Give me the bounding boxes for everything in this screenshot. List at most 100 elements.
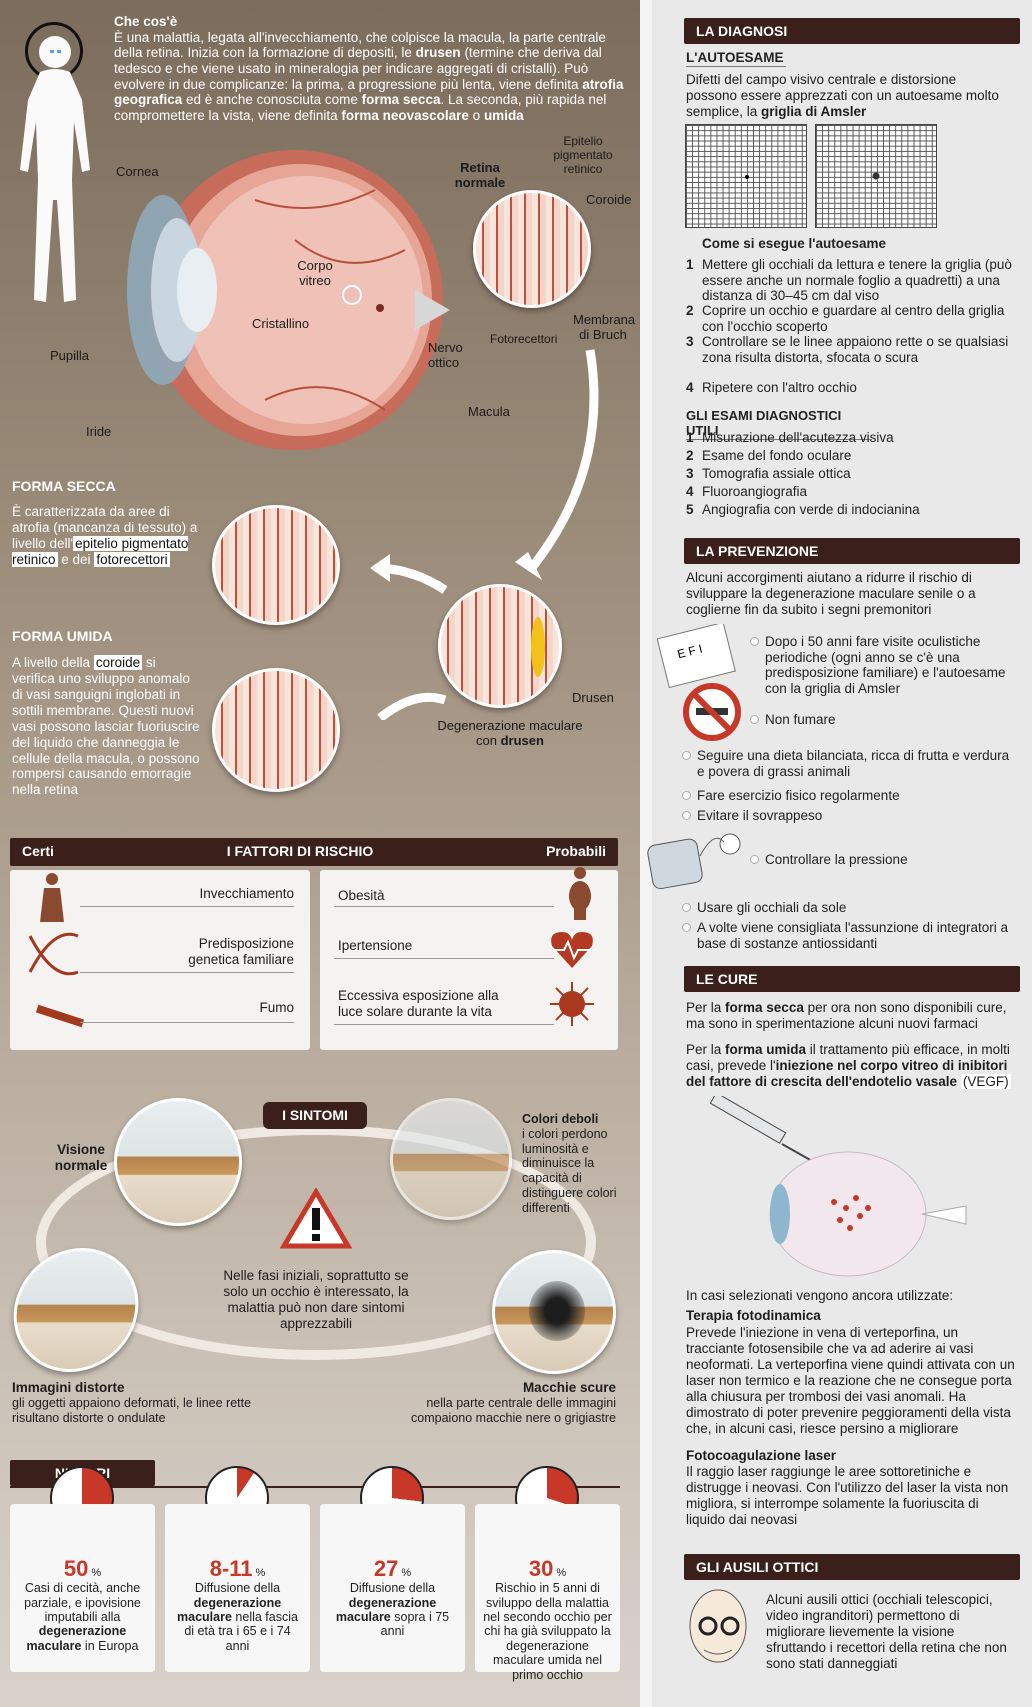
divider-4 [334, 906, 554, 907]
fattore-ipertensione: Ipertensione [338, 938, 413, 953]
photo-visione-normale [114, 1098, 242, 1226]
forma-secca-t2: e dei [57, 551, 95, 567]
prevenzione-item: Controllare la pressione [750, 852, 1010, 868]
esame-item: 4 Fluoroangiografia [686, 484, 1016, 500]
diagnosi-title: LA DIAGNOSI [684, 18, 1020, 44]
numero-text: Casi di cecità, anche parziale, e ipovis… [18, 1581, 147, 1653]
numero-text-2: sopra i 75 anni [380, 1610, 450, 1639]
old-man-icon [689, 1589, 747, 1663]
autoesame-text: Difetti del campo visivo centrale e dist… [686, 72, 1006, 120]
fattore-invecchiamento: Invecchiamento [199, 886, 294, 901]
intro-drusen: drusen [415, 45, 461, 61]
divider-2 [80, 972, 294, 973]
prevenzione-item: Fare esercizio fisico regolarmente [682, 788, 1016, 804]
fattori-probabili: Probabili [546, 843, 606, 859]
prevenzione-text: Usare gli occhiali da sole [697, 900, 847, 915]
step-text: Mettere gli occhiali da lettura e tenere… [702, 257, 1012, 304]
esame-number: 3 [686, 466, 694, 481]
arrow-flow [370, 349, 599, 720]
step-text: Controllare se le linee appaiono rette o… [702, 334, 1009, 365]
bullet-icon [682, 923, 691, 932]
degenerazione-circle [438, 584, 562, 708]
esame-number: 4 [686, 484, 694, 499]
fotodinamica-text: Prevede l'iniezione in vena di verteporf… [686, 1325, 1015, 1436]
no-smoking-icon [683, 683, 741, 741]
numero-value-text: 8-11 [209, 1556, 253, 1581]
drusen-deposit [531, 617, 545, 677]
divider-5 [334, 958, 554, 959]
esame-text: Misurazione dell'acutezza visiva [702, 430, 894, 445]
cure-p2e: (VEGF) [960, 1073, 1011, 1089]
label-degenerazione-text: Degenerazione maculare con [437, 718, 583, 749]
numero-text-bold: degenerazione maculare [26, 1624, 127, 1653]
label-epitelio: Epitelio pigmentato retinico [553, 134, 613, 177]
prevenzione-item: Non fumare [750, 712, 1010, 728]
obese-person-icon [569, 867, 591, 920]
cure-p2b: forma umida [725, 1042, 807, 1057]
label-fotorecettori: Fotorecettori [490, 332, 558, 346]
forma-umida-title: FORMA UMIDA [12, 628, 113, 644]
step-number: 2 [686, 303, 694, 318]
label-degenerazione: Degenerazione maculare con drusen [428, 718, 592, 749]
prevenzione-text: Fare esercizio fisico regolarmente [697, 788, 900, 803]
amsler-label: griglia di Amsler [761, 103, 867, 119]
label-cornea: Cornea [116, 164, 159, 179]
esami-title: GLI ESAMI DIAGNOSTICI UTILI [686, 408, 872, 440]
numero-unit: % [556, 1567, 567, 1579]
dna-icon [28, 932, 79, 976]
blood-pressure-icon [647, 833, 741, 890]
forma-umida-text: A livello della coroide si verifica uno … [12, 655, 202, 798]
numero-card: 50%Casi di cecità, anche parziale, e ipo… [10, 1504, 155, 1672]
cure-p2a: Per la [686, 1042, 726, 1057]
label-macula: Macula [468, 404, 510, 419]
syringe-icon [709, 1096, 829, 1171]
divider-1 [80, 906, 294, 907]
prevenzione-item: Seguire una dieta bilanciata, ricca di f… [682, 748, 1016, 779]
forma-umida-t1: A livello della [12, 655, 94, 670]
label-degenerazione-drusen: drusen [500, 733, 544, 749]
intro-title: Che cos'è [114, 14, 178, 29]
forma-umida-t2: si verifica uno sviluppo anomalo di vasi… [12, 655, 200, 798]
numeri-band [10, 1486, 620, 1488]
heart-icon [551, 932, 593, 968]
prevenzione-item: Evitare il sovrappeso [682, 808, 1016, 824]
numero-text: Diffusione della degenerazione maculare … [328, 1581, 457, 1639]
prevenzione-item: Dopo i 50 anni fare visite oculistiche p… [750, 634, 1010, 697]
sun-icon [550, 982, 594, 1026]
cure-p2d: iniezione nel corpo vitreo di inibitori … [686, 1057, 1008, 1089]
label-nervo-ottico: Nervo ottico [428, 340, 463, 371]
cure-title: LE CURE [684, 966, 1020, 992]
esame-text: Fluoroangiografia [702, 484, 808, 499]
numero-value-text: 30 [528, 1556, 554, 1581]
numero-unit: % [401, 1567, 412, 1579]
right-column [652, 0, 1032, 1707]
label-drusen: Drusen [572, 690, 614, 705]
intro-p3: ed è anche conosciuta come [182, 92, 362, 108]
numero-text: Rischio in 5 anni di sviluppo della mala… [483, 1581, 612, 1682]
intro-text: Che cos'è È una malattia, legata all'inv… [114, 14, 624, 124]
label-visione-normale: Visione normale [54, 1142, 108, 1173]
bullet-icon [682, 811, 691, 820]
esame-text: Tomografia assiale ottica [702, 466, 851, 481]
esame-item: 3 Tomografia assiale ottica [686, 466, 1016, 482]
numero-value-text: 27 [373, 1556, 399, 1581]
laser-text: Il raggio laser raggiunge le aree sottor… [686, 1464, 1009, 1527]
esame-number: 2 [686, 448, 694, 463]
numero-text-bold: degenerazione maculare [177, 1595, 282, 1625]
fattori-bar: Certi I FATTORI DI RISCHIO Probabili [10, 838, 618, 866]
cure-p1c: per ora non sono disponibili cure, ma so… [686, 1000, 1007, 1031]
warning-icon [280, 1188, 352, 1249]
forma-secca-h2: fotorecettori [94, 551, 170, 567]
label-retina-normale: Retina normale [454, 160, 506, 191]
intro-p4: . La seconda, più rapida nel compromette… [114, 92, 607, 123]
eye-chart-icon: E F I [656, 624, 736, 688]
divider-6 [334, 1024, 554, 1025]
ausili-text: Alcuni ausili ottici (occhiali telescopi… [766, 1592, 1007, 1671]
amsler-center-dot [745, 175, 749, 179]
colori-deboli-title: Colori deboli [522, 1112, 599, 1126]
colori-deboli-text: i colori perdono luminosità e diminuisce… [522, 1126, 617, 1215]
cigarette-icon [35, 1004, 85, 1028]
